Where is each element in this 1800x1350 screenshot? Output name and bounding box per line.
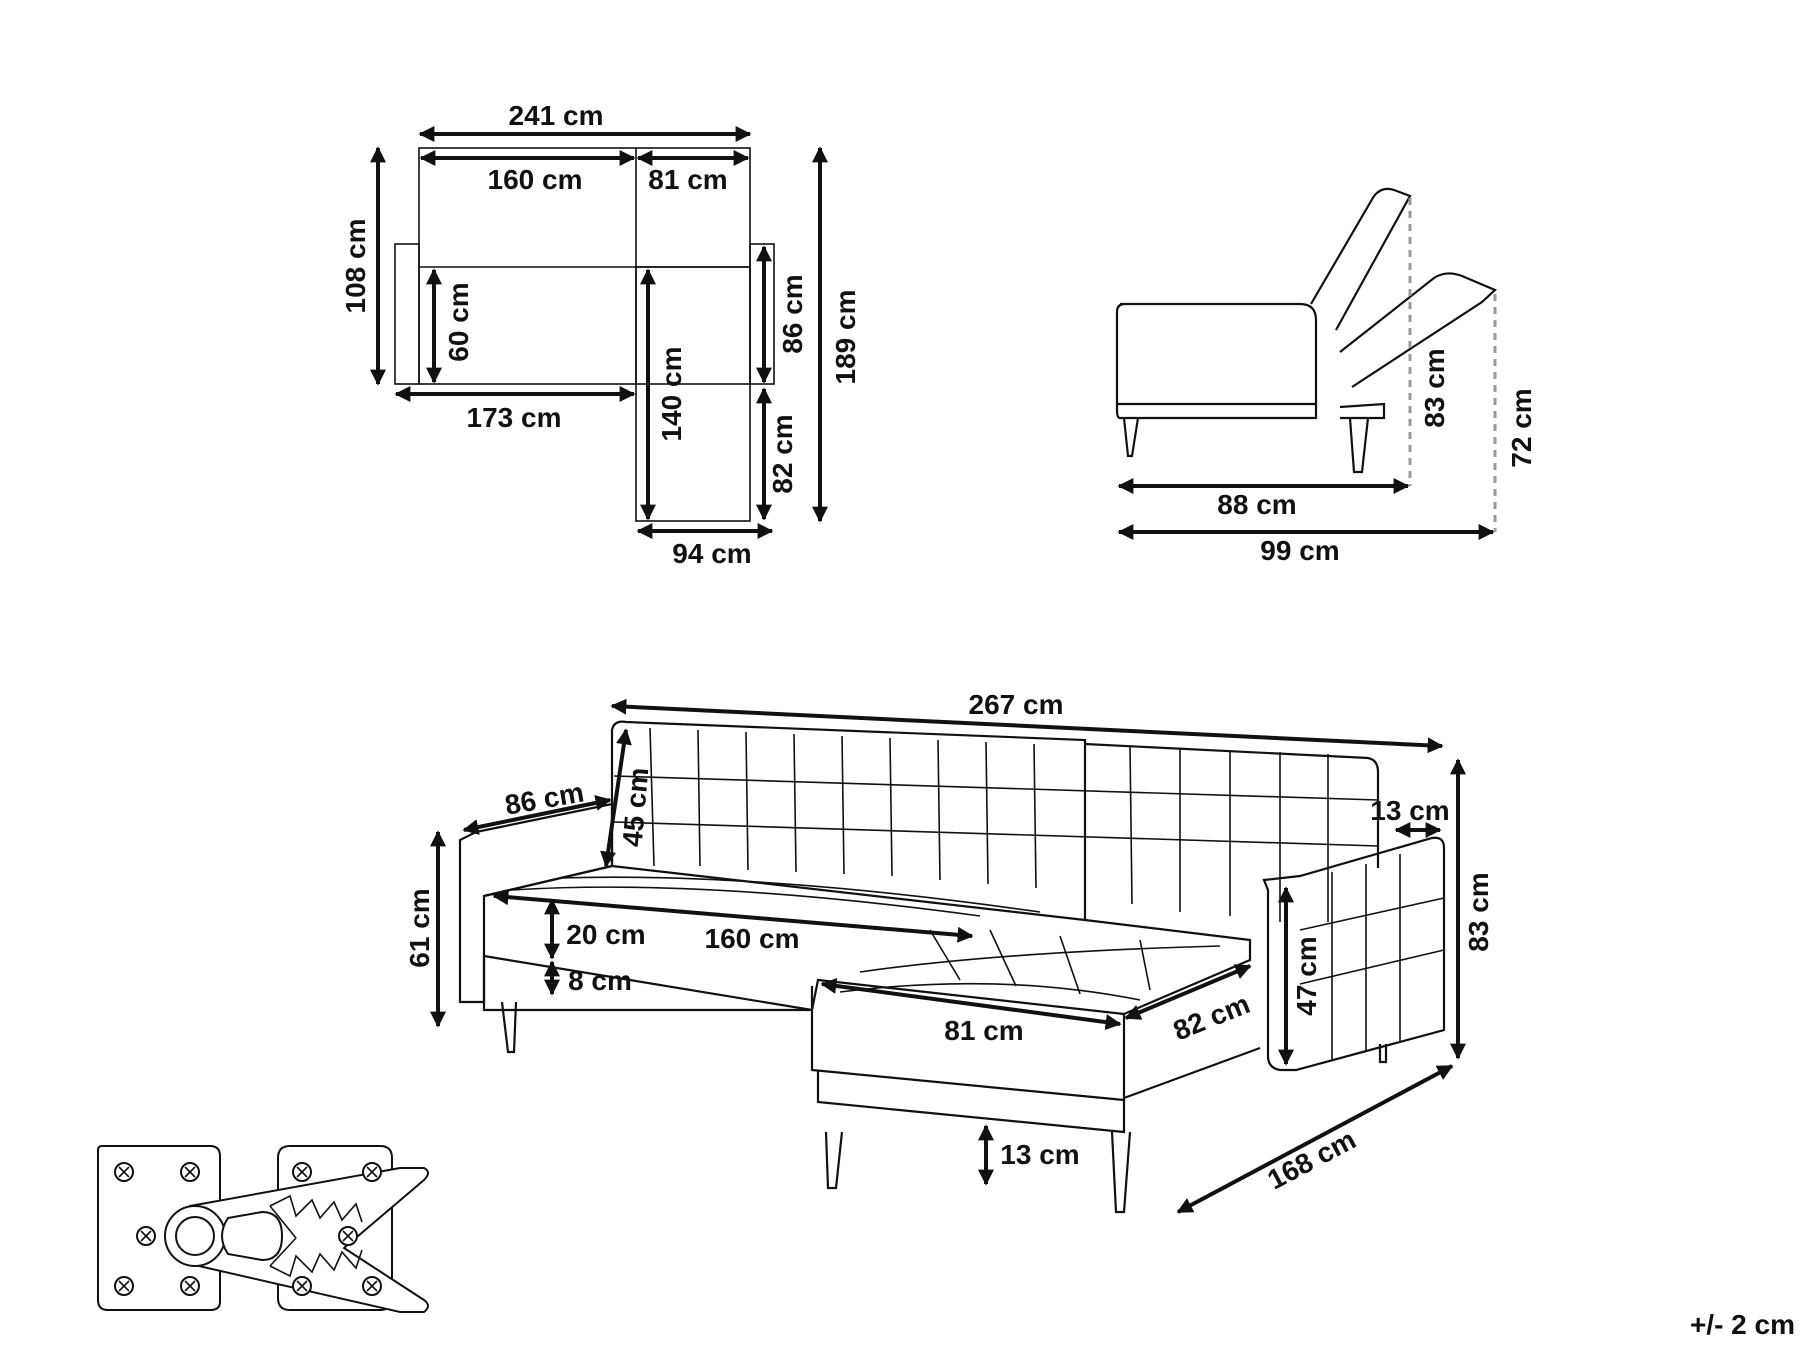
label-81-top: 81 cm bbox=[648, 164, 727, 195]
label-160-persp: 160 cm bbox=[705, 923, 800, 954]
dim-81-persp bbox=[820, 977, 1122, 1031]
label-99: 99 cm bbox=[1260, 535, 1339, 566]
dim-82-persp bbox=[1124, 964, 1252, 1020]
label-82-top: 82 cm bbox=[767, 414, 798, 493]
side-view: 88 cm 99 cm 83 cm 72 cm bbox=[1115, 187, 1537, 566]
label-267: 267 cm bbox=[969, 689, 1064, 720]
dim-160-persp bbox=[492, 889, 974, 943]
label-241: 241 cm bbox=[509, 100, 604, 131]
label-81-persp: 81 cm bbox=[944, 1015, 1023, 1046]
label-94: 94 cm bbox=[672, 538, 751, 569]
label-13-arm: 13 cm bbox=[1370, 795, 1449, 826]
label-83-persp: 83 cm bbox=[1463, 872, 1494, 951]
label-13-leg: 13 cm bbox=[1000, 1139, 1079, 1170]
label-160: 160 cm bbox=[488, 164, 583, 195]
label-140: 140 cm bbox=[656, 347, 687, 442]
top-view-outline bbox=[394, 147, 775, 522]
label-20: 20 cm bbox=[566, 919, 645, 950]
label-88: 88 cm bbox=[1217, 489, 1296, 520]
dim-86-persp bbox=[462, 795, 612, 835]
label-72-side: 72 cm bbox=[1506, 388, 1537, 467]
label-173: 173 cm bbox=[467, 402, 562, 433]
dim-45 bbox=[600, 728, 632, 868]
dim-267 bbox=[610, 698, 1444, 754]
perspective-view: 267 cm 86 cm 45 cm 61 cm 20 cm 160 cm 8 … bbox=[404, 689, 1494, 1214]
side-view-outline bbox=[1115, 187, 1497, 474]
label-86-persp: 86 cm bbox=[503, 776, 587, 820]
label-47: 47 cm bbox=[1291, 936, 1322, 1015]
label-83-side: 83 cm bbox=[1419, 348, 1450, 427]
label-86-top: 86 cm bbox=[777, 274, 808, 353]
tolerance-note: +/- 2 cm bbox=[1690, 1309, 1795, 1340]
label-189: 189 cm bbox=[830, 290, 861, 385]
label-108: 108 cm bbox=[340, 219, 371, 314]
hinge-mechanism-icon bbox=[97, 1145, 429, 1313]
label-60: 60 cm bbox=[443, 282, 474, 361]
top-view: 241 cm 160 cm 81 cm 108 cm 60 cm 173 cm … bbox=[340, 100, 861, 569]
dim-168 bbox=[1176, 1064, 1454, 1214]
label-45: 45 cm bbox=[617, 766, 655, 848]
label-168: 168 cm bbox=[1262, 1124, 1360, 1196]
label-8: 8 cm bbox=[568, 965, 632, 996]
label-61: 61 cm bbox=[404, 888, 435, 967]
